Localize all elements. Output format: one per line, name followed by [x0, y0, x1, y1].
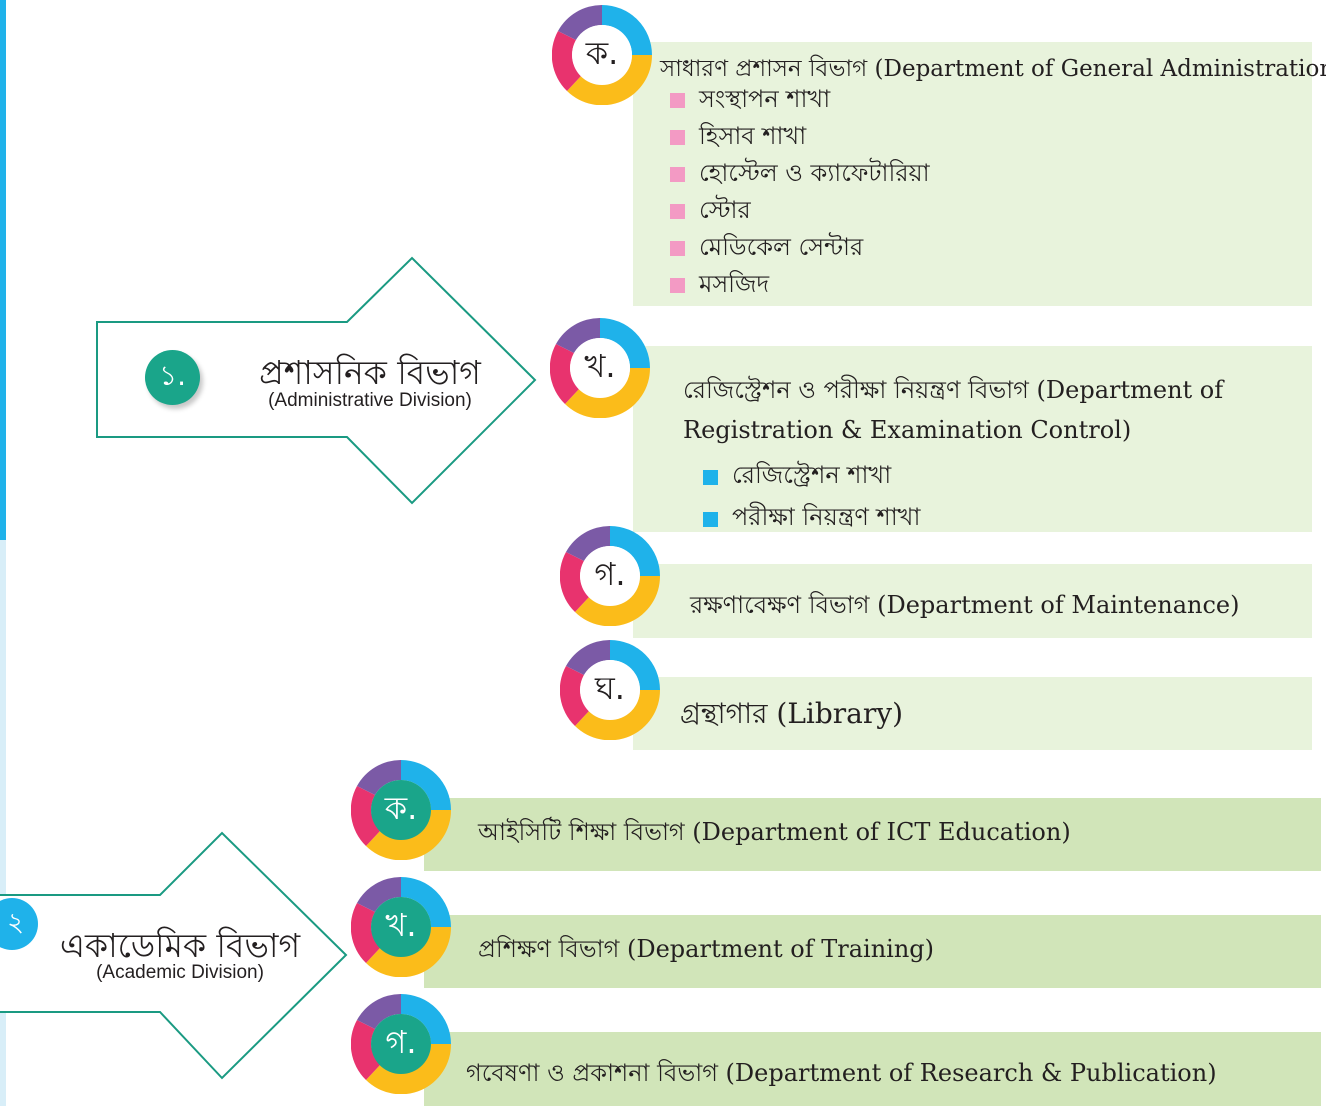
branch-label: হিসাব শাখা: [699, 121, 807, 150]
division-title: একাডেমিক বিভাগ: [59, 926, 301, 965]
department-title: রক্ষণাবেক্ষণ বিভাগ (Department of Mainte…: [690, 591, 1240, 619]
square-bullet-icon: [703, 511, 718, 527]
branch-item: সংস্থাপন শাখা: [670, 82, 930, 119]
badge-letter: গ.: [385, 1023, 417, 1061]
academic-division-arrow: [0, 831, 348, 1080]
donut-badge-icon: গ.: [560, 526, 660, 626]
department-panel: [633, 564, 1312, 638]
badge-letter: ক.: [585, 34, 619, 72]
donut-badge-icon: খ.: [351, 877, 451, 977]
department-panel: [424, 915, 1321, 988]
division-number-icon: ১.: [145, 350, 200, 405]
branch-item: রেজিস্ট্রেশন শাখা: [703, 456, 920, 498]
square-bullet-icon: [670, 130, 685, 145]
department-title: গবেষণা ও প্রকাশনা বিভাগ (Department of R…: [466, 1059, 1217, 1087]
department-panel: [633, 346, 1312, 532]
department-title: গ্রন্থাগার (Library): [680, 697, 903, 730]
branch-list: রেজিস্ট্রেশন শাখা পরীক্ষা নিয়ন্ত্রণ শাখ…: [703, 456, 920, 540]
square-bullet-icon: [670, 278, 685, 293]
badge-letter: খ.: [584, 347, 616, 385]
department-title: প্রশিক্ষণ বিভাগ (Department of Training): [478, 935, 935, 963]
division-number-icon: ২: [0, 898, 38, 950]
division-subtitle: (Administrative Division): [268, 390, 472, 411]
branch-label: মেডিকেল সেন্টার: [699, 232, 864, 261]
department-panel: [424, 798, 1321, 871]
department-title: Registration & Examination Control): [683, 416, 1132, 444]
department-title: রেজিস্ট্রেশন ও পরীক্ষা নিয়ন্ত্রণ বিভাগ …: [683, 376, 1224, 404]
square-bullet-icon: [670, 204, 685, 219]
branch-label: রেজিস্ট্রেশন শাখা: [732, 461, 892, 489]
administrative-division-arrow: [96, 256, 537, 505]
branch-label: স্টোর: [699, 195, 751, 224]
donut-badge-icon: গ.: [351, 994, 451, 1094]
square-bullet-icon: [670, 93, 685, 108]
left-edge-bar-light: [0, 540, 6, 1106]
department-panel: [633, 677, 1312, 750]
badge-letter: গ.: [594, 555, 626, 593]
division-title: প্রশাসনিক বিভাগ: [259, 353, 481, 392]
branch-item: মেডিকেল সেন্টার: [670, 230, 930, 267]
donut-badge-icon: ক.: [552, 5, 652, 105]
branch-label: সংস্থাপন শাখা: [699, 84, 831, 113]
branch-item: হিসাব শাখা: [670, 119, 930, 156]
donut-badge-icon: খ.: [550, 318, 650, 418]
left-edge-bar: [0, 0, 6, 540]
branch-item: পরীক্ষা নিয়ন্ত্রণ শাখা: [703, 498, 920, 540]
branch-label: পরীক্ষা নিয়ন্ত্রণ শাখা: [732, 503, 921, 531]
branch-item: হোস্টেল ও ক্যাফেটারিয়া: [670, 156, 930, 193]
square-bullet-icon: [703, 469, 718, 485]
department-panel: [633, 42, 1312, 306]
branch-item: স্টোর: [670, 193, 930, 230]
branch-item: মসজিদ: [670, 267, 930, 304]
badge-letter: ক.: [384, 789, 418, 827]
department-title: সাধারণ প্রশাসন বিভাগ (Department of Gene…: [660, 56, 1326, 82]
branch-list: সংস্থাপন শাখা হিসাব শাখা হোস্টেল ও ক্যাফ…: [670, 82, 930, 304]
badge-letter: খ.: [385, 906, 417, 944]
donut-badge-icon: ঘ.: [560, 640, 660, 740]
branch-label: হোস্টেল ও ক্যাফেটারিয়া: [699, 158, 930, 187]
badge-letter: ঘ.: [595, 669, 625, 707]
branch-label: মসজিদ: [699, 269, 770, 298]
square-bullet-icon: [670, 167, 685, 182]
square-bullet-icon: [670, 241, 685, 256]
donut-badge-icon: ক.: [351, 760, 451, 860]
department-panel: [424, 1032, 1321, 1106]
division-subtitle: (Academic Division): [96, 962, 264, 983]
department-title: আইসিটি শিক্ষা বিভাগ (Department of ICT E…: [478, 818, 1071, 846]
